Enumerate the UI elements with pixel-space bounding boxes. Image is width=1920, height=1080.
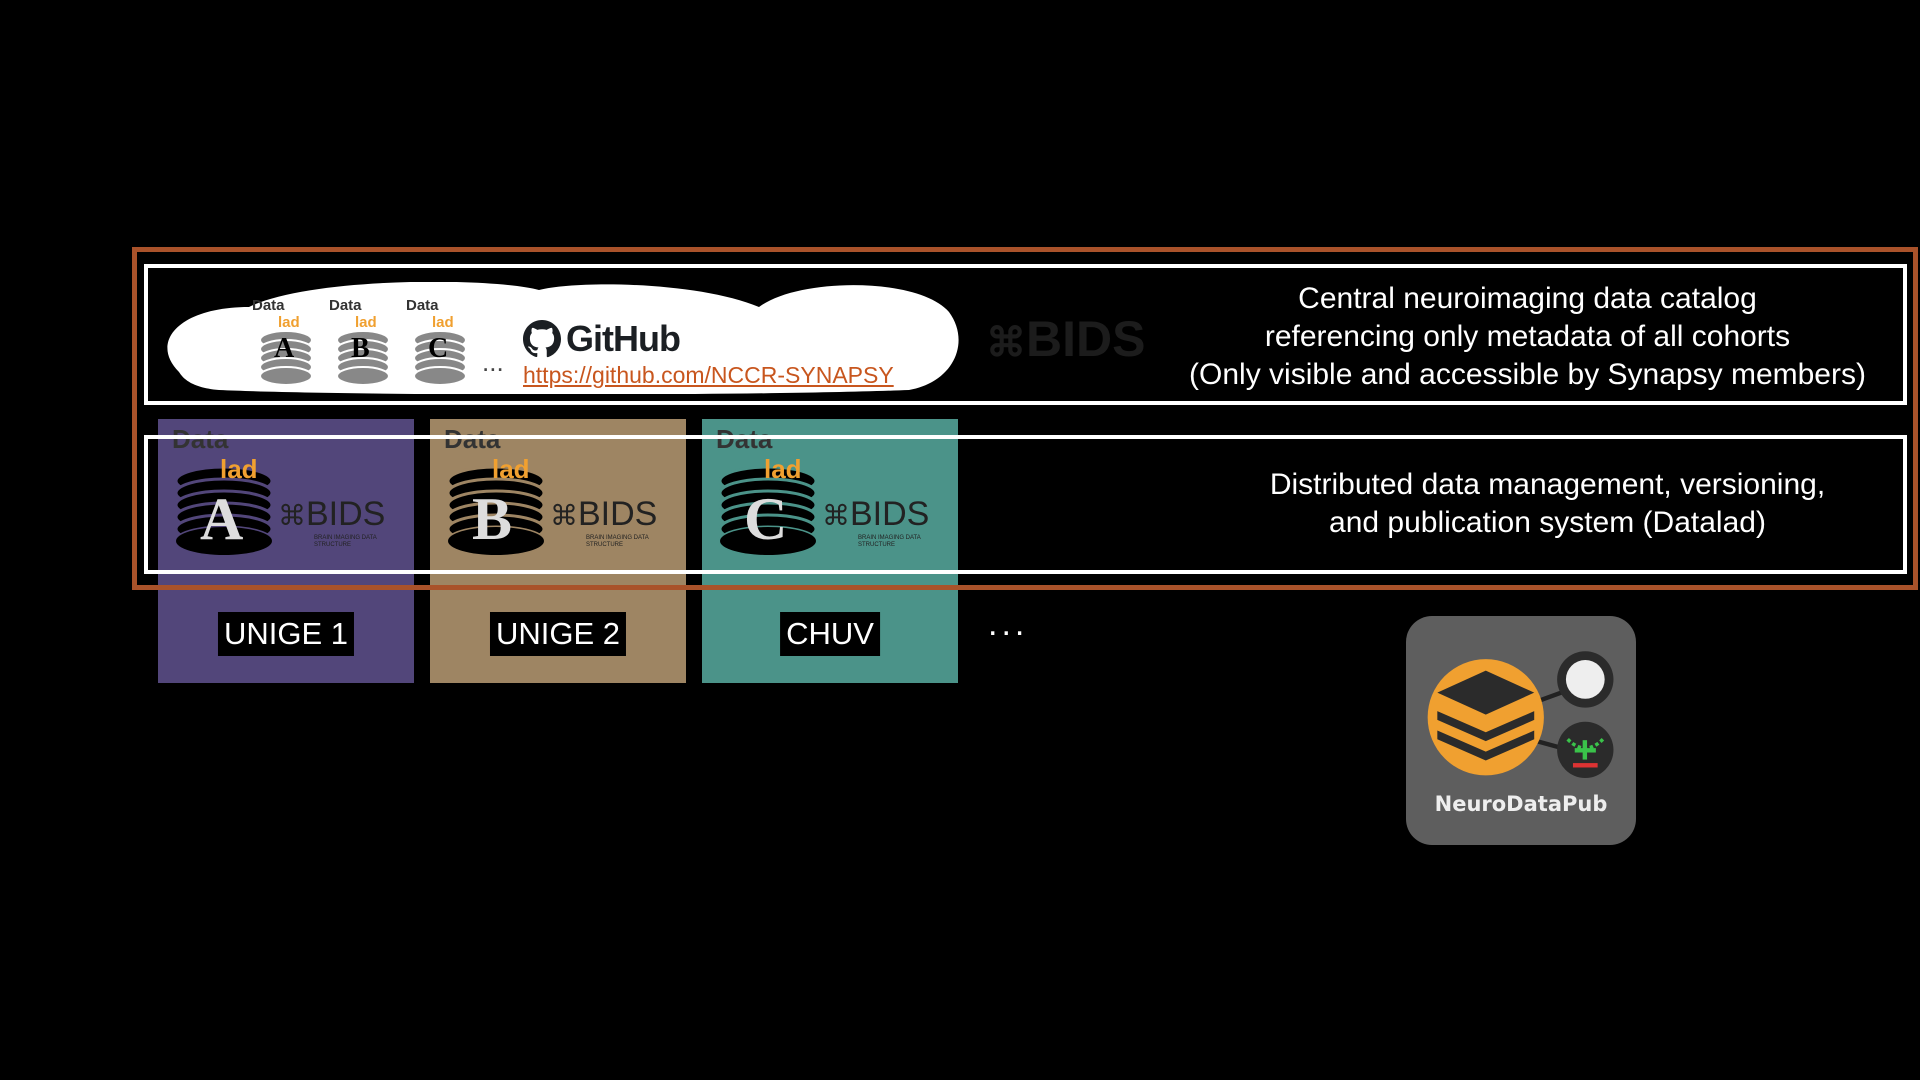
catalog-line-3: (Only visible and accessible by Synapsy … xyxy=(1189,358,1866,391)
catalog-line-2: referencing only metadata of all cohorts xyxy=(1264,320,1791,353)
dataset-letter: C xyxy=(744,486,788,552)
datalad-lad-text: lad xyxy=(278,314,300,331)
distributed-box xyxy=(144,435,1907,574)
datalad-data-text: Data xyxy=(252,297,285,314)
datalad-data-text: Data xyxy=(444,424,501,454)
sites-ellipsis: ... xyxy=(988,605,1029,643)
neurodatapub-label: NeuroDataPub xyxy=(1434,792,1608,816)
dataset-cylinder-icon xyxy=(718,465,818,557)
github-link[interactable]: https://github.com/NCCR-SYNAPSY xyxy=(523,362,894,388)
bids-subtitle: BRAIN IMAGING DATA STRUCTURE xyxy=(858,535,921,548)
site-label: UNIGE 2 xyxy=(489,612,627,656)
datalad-lad-text: lad xyxy=(764,454,802,484)
cohort-letter: A xyxy=(274,333,295,364)
neurodatapub-logo: NeuroDataPub xyxy=(1406,616,1636,845)
datalad-lad-text: lad xyxy=(355,314,377,331)
bids-logo: ⌘BIDS BRAIN IMAGING DATA STRUCTURE xyxy=(822,495,958,549)
datalad-lad-text: lad xyxy=(432,314,454,331)
bids-label: BIDS xyxy=(578,495,658,533)
bids-logo: ⌘BIDS BRAIN IMAGING DATA STRUCTURE xyxy=(278,495,414,549)
catalog-dataset-icon: Data lad B xyxy=(329,298,391,386)
dataset-letter: A xyxy=(200,486,244,552)
cohort-letter: B xyxy=(351,333,370,364)
cohort-letter: C xyxy=(428,333,449,364)
datalad-data-text: Data xyxy=(406,297,439,314)
site-label: UNIGE 1 xyxy=(217,612,355,656)
catalog-line-1: Central neuroimaging data catalog xyxy=(1298,282,1757,315)
catalog-frame xyxy=(132,247,1918,590)
datalad-lad-text: lad xyxy=(492,454,530,484)
distributed-line-2: and publication system (Datalad) xyxy=(1329,506,1766,539)
site-label: CHUV xyxy=(780,612,880,656)
datalad-data-text: Data xyxy=(716,424,773,454)
distributed-line-1: Distributed data management, versioning, xyxy=(1269,468,1826,501)
dataset-cylinder-icon xyxy=(174,465,274,557)
datalad-data-text: Data xyxy=(172,424,229,454)
dataset-letter: B xyxy=(472,486,513,552)
datalad-lad-text: lad xyxy=(220,454,258,484)
bids-label: BIDS xyxy=(306,495,386,533)
bids-faded-logo: ⌘BIDS xyxy=(986,311,1146,367)
site-column: Data lad C ⌘BIDS BRAIN IMAGING DATA STRU… xyxy=(702,419,958,683)
cohort-ellipsis: ... xyxy=(482,347,504,377)
bids-subtitle: BRAIN IMAGING DATA STRUCTURE xyxy=(586,535,649,548)
site-column: Data lad A ⌘BIDS BRAIN IMAGING DATA STRU… xyxy=(158,419,414,683)
catalog-description: Central neuroimaging data catalog refere… xyxy=(1150,280,1905,394)
github-icon xyxy=(523,320,561,358)
bids-label: BIDS xyxy=(1026,311,1146,367)
catalog-dataset-icon: Data lad A xyxy=(252,298,314,386)
bids-subtitle: BRAIN IMAGING DATA STRUCTURE xyxy=(314,535,377,548)
catalog-box xyxy=(144,264,1907,405)
bids-label: BIDS xyxy=(850,495,930,533)
distributed-description: Distributed data management, versioning,… xyxy=(1170,466,1920,542)
neurodatapub-graphic xyxy=(1427,651,1614,779)
dataset-cylinder-icon xyxy=(446,465,546,557)
datalad-data-text: Data xyxy=(329,297,362,314)
site-column: Data lad B ⌘BIDS BRAIN IMAGING DATA STRU… xyxy=(430,419,686,683)
bids-logo: ⌘BIDS BRAIN IMAGING DATA STRUCTURE xyxy=(550,495,686,549)
github-label: GitHub xyxy=(566,318,681,359)
catalog-dataset-icon: Data lad C xyxy=(406,298,468,386)
